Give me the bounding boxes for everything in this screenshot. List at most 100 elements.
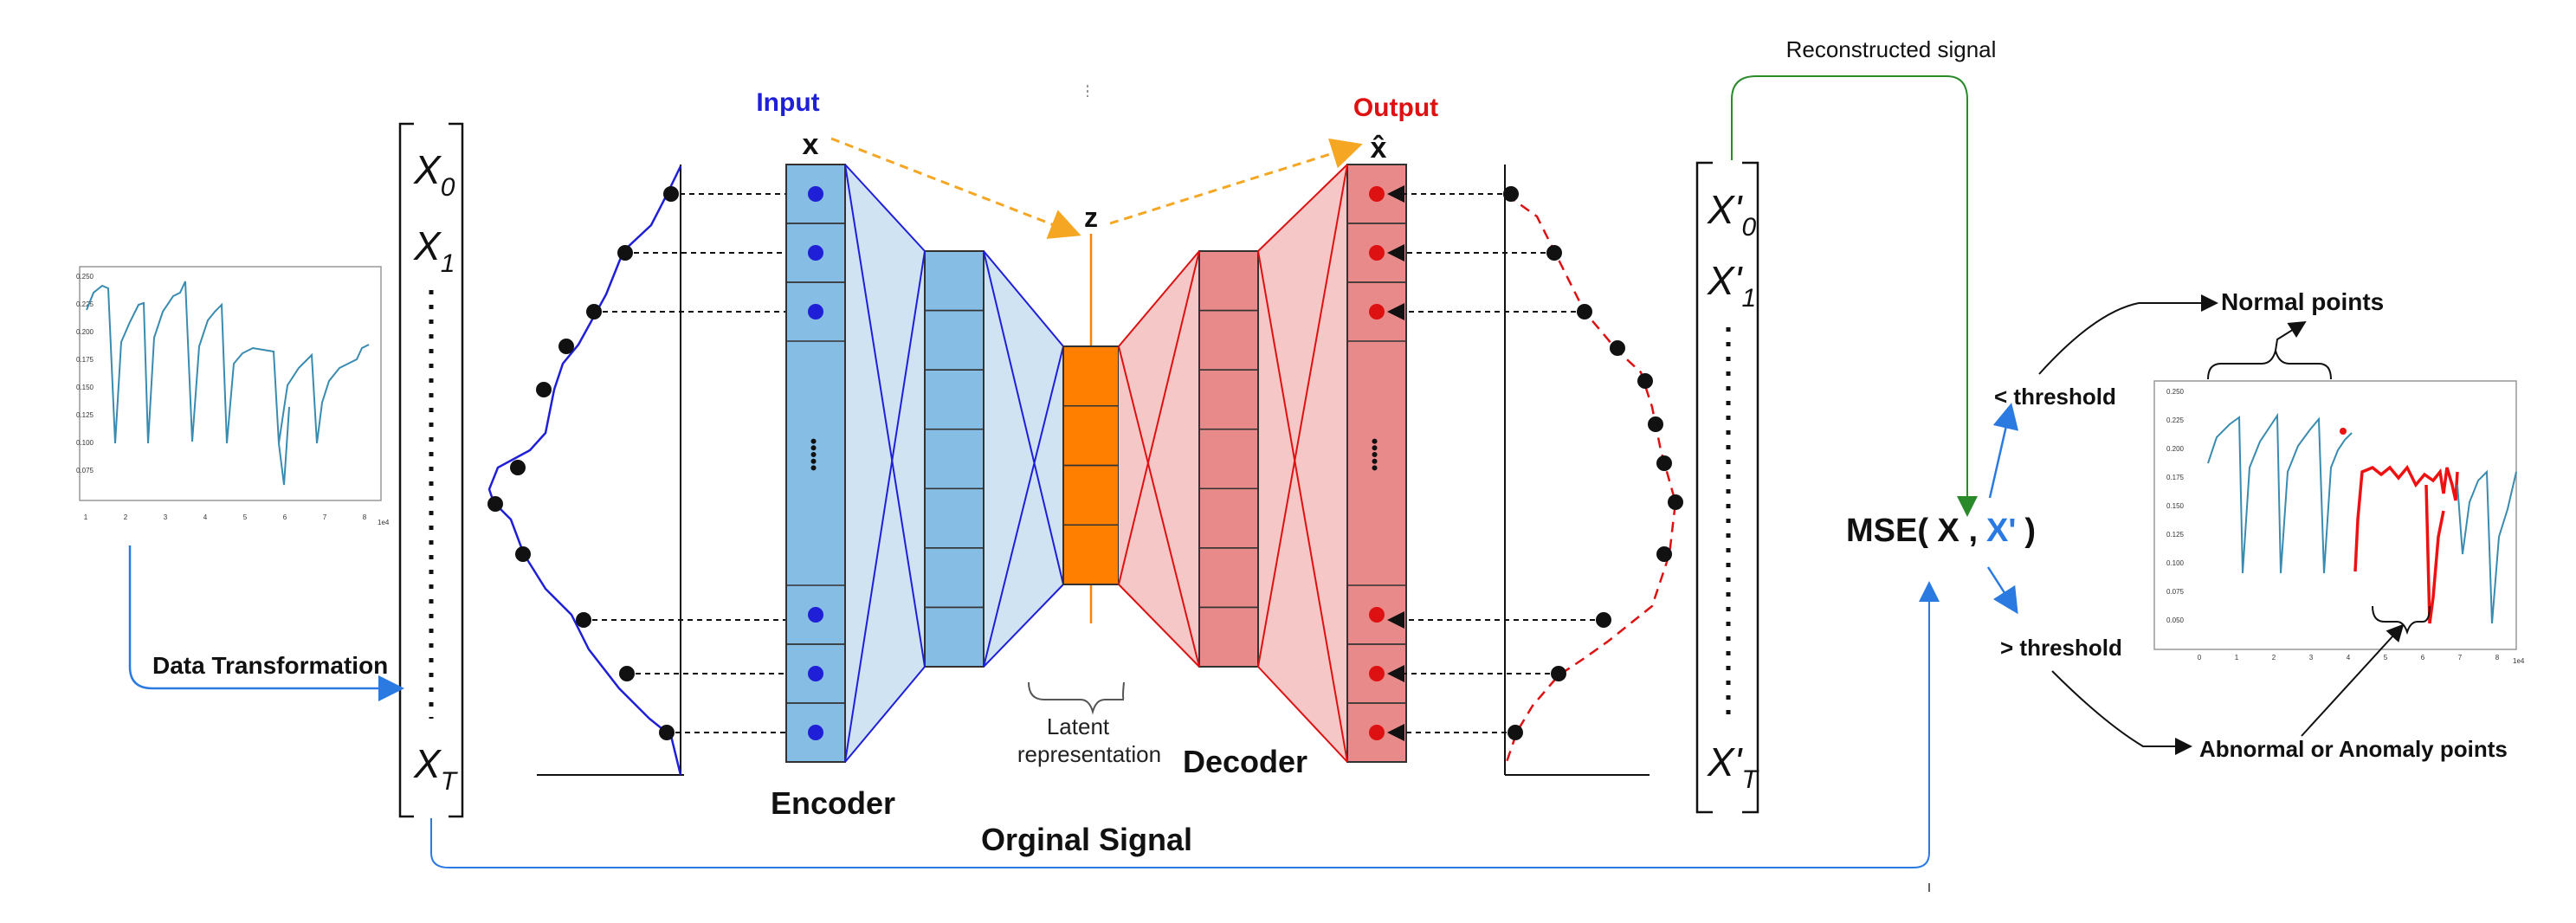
- network-link: [844, 164, 926, 668]
- right-chart-y-tick: 0.075: [2166, 588, 2185, 596]
- svg-text:X1: X1: [413, 223, 455, 278]
- reconstructed-signal-arrow: [1731, 75, 1978, 517]
- less-threshold-arrow: [1988, 403, 2019, 499]
- input-sample-point: [617, 245, 633, 261]
- decoder-label: Decoder: [1183, 744, 1307, 779]
- input-sample-point: [586, 304, 602, 320]
- input-sample-point: [576, 612, 591, 628]
- svg-text:XT: XT: [413, 741, 459, 796]
- left-chart-x-tick: 4: [203, 513, 208, 521]
- right-chart-y-tick: 0.050: [2166, 616, 2185, 624]
- left-chart-x-tick: 1: [84, 513, 88, 521]
- data-transformation-label: Data Transformation: [152, 652, 388, 679]
- left-chart-y-tick: 0.250: [76, 273, 94, 281]
- left-chart-x-tick: 6: [283, 513, 287, 521]
- right-chart-y-tick: 0.125: [2166, 531, 2185, 539]
- output-vector: X'0 X'1 X'T: [1695, 161, 1759, 814]
- svg-text:X0: X0: [413, 147, 455, 202]
- output-sample-point: [1577, 304, 1592, 320]
- right-chart-x-tick: 7: [2458, 654, 2463, 662]
- output-sample-point: [1503, 186, 1519, 202]
- right-chart-y-tick: 0.100: [2166, 559, 2185, 567]
- right-chart-x-exp: 1e4: [2513, 657, 2525, 665]
- input-sample-point: [536, 382, 552, 397]
- original-signal-label: Orginal Signal: [981, 822, 1192, 857]
- right-chart-x-tick: 8: [2495, 654, 2500, 662]
- left-chart-y-tick: 0.225: [76, 300, 94, 308]
- input-sample-point: [663, 186, 679, 202]
- input-signal-curve: [487, 165, 803, 776]
- z-symbol: z: [1084, 202, 1098, 233]
- right-chart-x-tick: 1: [2235, 654, 2239, 662]
- left-chart-x-tick: 3: [164, 513, 168, 521]
- greater-threshold-label: > threshold: [2000, 635, 2122, 661]
- original-signal-arrow: [430, 581, 1940, 868]
- left-chart-x-exp: 1e4: [378, 519, 390, 526]
- encoder-label: Encoder: [771, 785, 895, 821]
- output-neuron: [1369, 607, 1385, 623]
- normal-branch-arrow: [2038, 294, 2218, 375]
- left-chart-y-tick: 0.075: [76, 467, 94, 474]
- x-symbol: x: [803, 128, 819, 161]
- network-link: [1118, 345, 1200, 668]
- mse-formula: MSE( X ,X'): [1846, 513, 2036, 549]
- right-chart-x-tick: 2: [2272, 654, 2276, 662]
- input-sample-point: [487, 496, 503, 512]
- output-neuron: [1369, 186, 1385, 202]
- right-chart-y-tick: 0.250: [2166, 388, 2185, 396]
- encoder-input-cell: [785, 281, 846, 342]
- network-link: [1257, 666, 1348, 763]
- network-link: [983, 345, 1064, 668]
- input-neuron: [808, 666, 823, 681]
- svg-text:X'1: X'1: [1707, 258, 1756, 313]
- network-link: [983, 250, 1064, 585]
- x-hat-symbol: x̂: [1371, 132, 1387, 165]
- decoder-hidden-cell: [1198, 606, 1259, 668]
- output-dots: •••••: [1364, 438, 1385, 472]
- right-chart-y-tick: 0.225: [2166, 416, 2185, 424]
- normal-points-label: Normal points: [2221, 288, 2384, 315]
- decoder-network: •••••: [1118, 164, 1407, 763]
- abnormal-points-label: Abnormal or Anomaly points: [2199, 736, 2508, 762]
- network-link: [844, 164, 926, 252]
- abnormal-branch-arrow: [2051, 670, 2192, 755]
- output-sample-point: [1668, 494, 1683, 510]
- left-chart-y-tick: 0.125: [76, 411, 94, 419]
- network-link: [1118, 250, 1200, 347]
- latent-label-line2: representation: [1017, 741, 1161, 767]
- output-title: Output: [1353, 94, 1438, 122]
- encoder-input-cell: [785, 702, 846, 763]
- output-neuron: [1369, 245, 1385, 261]
- right-chart-x-tick: 0: [2198, 654, 2202, 662]
- output-neuron: [1369, 666, 1385, 681]
- network-link: [844, 666, 926, 763]
- network-link: [983, 250, 1064, 347]
- left-chart-x-tick: 8: [363, 513, 367, 521]
- network-link: [1257, 250, 1348, 763]
- output-signal-curve: [1387, 165, 1683, 776]
- output-sample-point: [1656, 546, 1672, 562]
- right-chart-x-tick: 4: [2347, 654, 2351, 662]
- output-sample-point: [1648, 416, 1663, 432]
- left-chart-y-tick: 0.150: [76, 384, 94, 391]
- reconstructed-signal-label: Reconstructed signal: [1786, 36, 1997, 62]
- output-neuron: [1369, 304, 1385, 320]
- input-neuron: [808, 725, 823, 740]
- decoder-output-cell: [1346, 281, 1407, 342]
- network-link: [844, 250, 926, 763]
- network-link: [1118, 584, 1200, 668]
- left-signal-chart: 0.2500.2250.2000.1750.1500.1250.1000.075…: [76, 266, 390, 526]
- right-chart-y-tick: 0.200: [2166, 445, 2185, 453]
- abnormal-brace-arrow: [2301, 623, 2405, 737]
- latent-label-line1: Latent: [1047, 713, 1110, 739]
- input-sample-point: [558, 339, 574, 354]
- greater-threshold-arrow: [1986, 566, 2018, 615]
- output-sample-point: [1610, 340, 1625, 356]
- input-sample-point: [659, 725, 675, 740]
- output-sample-point: [1551, 666, 1566, 681]
- left-chart-x-tick: 5: [243, 513, 248, 521]
- input-vector: X0 X1 XT: [398, 122, 464, 818]
